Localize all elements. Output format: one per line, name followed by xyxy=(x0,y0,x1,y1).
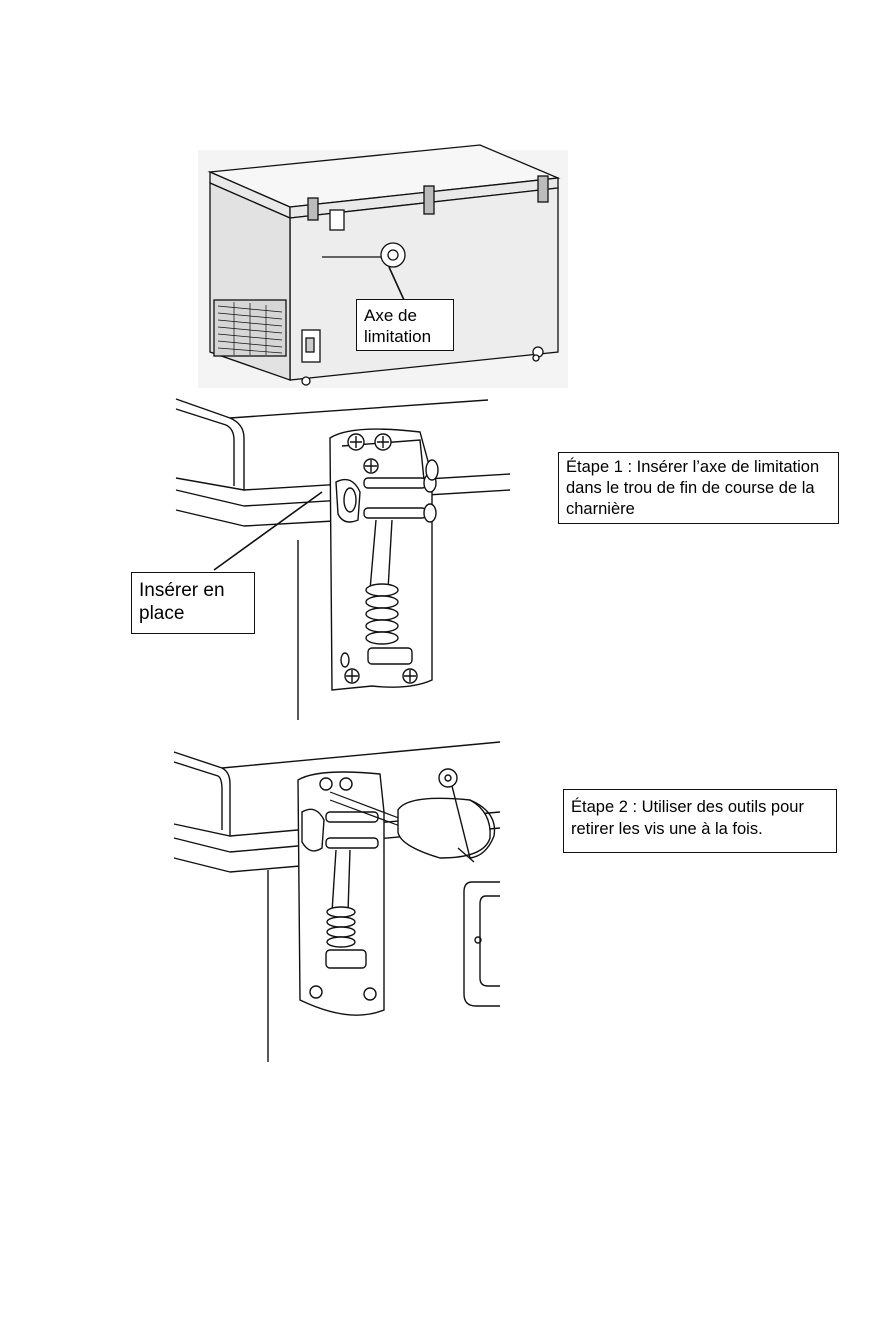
limit-axis-label: Axe de limitation xyxy=(356,299,454,351)
insert-in-place-label: Insérer en place xyxy=(131,572,255,634)
step1-instruction: Étape 1 : Insérer l’axe de limitation da… xyxy=(558,452,839,524)
step2-instruction: Étape 2 : Utiliser des outils pour retir… xyxy=(563,789,837,853)
